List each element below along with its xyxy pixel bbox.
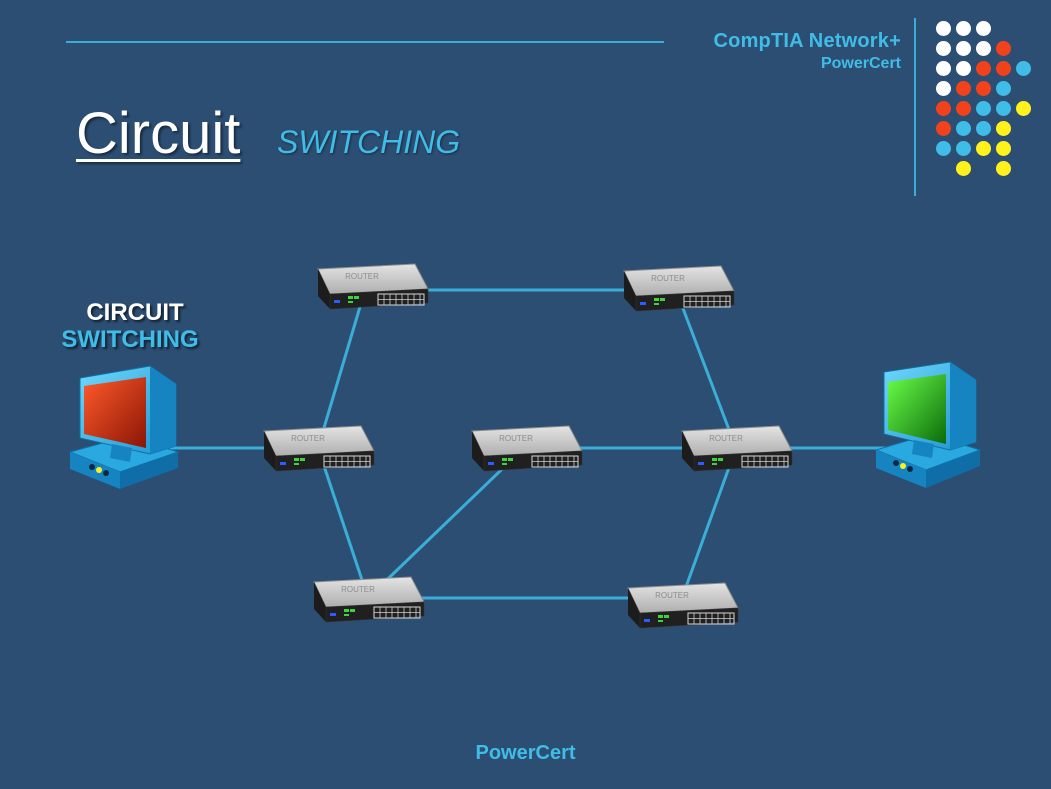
router-icon: ROUTER: [313, 576, 425, 623]
diagram-label-line1: CIRCUIT: [86, 299, 184, 326]
decor-dot: [976, 21, 991, 36]
decor-dot: [956, 81, 971, 96]
decor-dot: [996, 121, 1011, 136]
svg-text:ROUTER: ROUTER: [709, 434, 743, 443]
router-icon: ROUTER: [263, 425, 375, 472]
decor-dot: [996, 161, 1011, 176]
brand-subtitle: PowerCert: [820, 55, 901, 72]
decor-dot: [956, 161, 971, 176]
page-subtitle: SWITCHING: [277, 124, 461, 160]
decor-dot: [956, 41, 971, 56]
router-icon: ROUTER: [681, 425, 793, 472]
decor-dot: [956, 141, 971, 156]
decor-dot: [956, 121, 971, 136]
svg-text:ROUTER: ROUTER: [291, 434, 325, 443]
decor-dot: [1016, 61, 1031, 76]
decor-dot: [936, 141, 951, 156]
router-icon: ROUTER: [471, 425, 583, 472]
svg-text:ROUTER: ROUTER: [341, 585, 375, 594]
page-title: Circuit: [76, 101, 241, 166]
link: [366, 446, 526, 600]
decor-dot: [936, 21, 951, 36]
decor-dot: [996, 81, 1011, 96]
decor-dot: [956, 61, 971, 76]
decor-dot: [936, 81, 951, 96]
decor-dot: [936, 101, 951, 116]
svg-text:ROUTER: ROUTER: [651, 274, 685, 283]
svg-text:ROUTER: ROUTER: [655, 591, 689, 600]
decor-dot: [936, 61, 951, 76]
decor-dot: [976, 121, 991, 136]
decor-dot: [956, 21, 971, 36]
link: [680, 446, 738, 600]
router-icon: ROUTER: [623, 265, 735, 312]
brand-title: CompTIA Network+: [713, 30, 901, 52]
header-vertical-divider: [914, 18, 916, 196]
decor-dot: [936, 121, 951, 136]
footer-brand: PowerCert: [475, 742, 576, 764]
link: [674, 288, 738, 450]
decor-dot: [996, 41, 1011, 56]
decor-dot: [996, 61, 1011, 76]
header-divider: [66, 41, 664, 43]
decor-dot: [976, 101, 991, 116]
svg-text:ROUTER: ROUTER: [499, 434, 533, 443]
decor-dot: [976, 141, 991, 156]
decor-dot: [1016, 101, 1031, 116]
router-icon: ROUTER: [317, 263, 429, 310]
decor-dot: [976, 61, 991, 76]
decor-dot: [956, 101, 971, 116]
svg-text:ROUTER: ROUTER: [345, 272, 379, 281]
router-icon: ROUTER: [627, 582, 739, 629]
decor-dot: [996, 101, 1011, 116]
decor-dot: [976, 81, 991, 96]
source-computer-icon: [68, 365, 180, 489]
diagram-label-line2: SWITCHING: [61, 326, 199, 353]
decor-dot: [996, 141, 1011, 156]
link: [316, 446, 370, 600]
decor-dot: [976, 41, 991, 56]
destination-computer-icon: [874, 361, 982, 488]
link: [316, 288, 367, 450]
decor-dot: [936, 41, 951, 56]
